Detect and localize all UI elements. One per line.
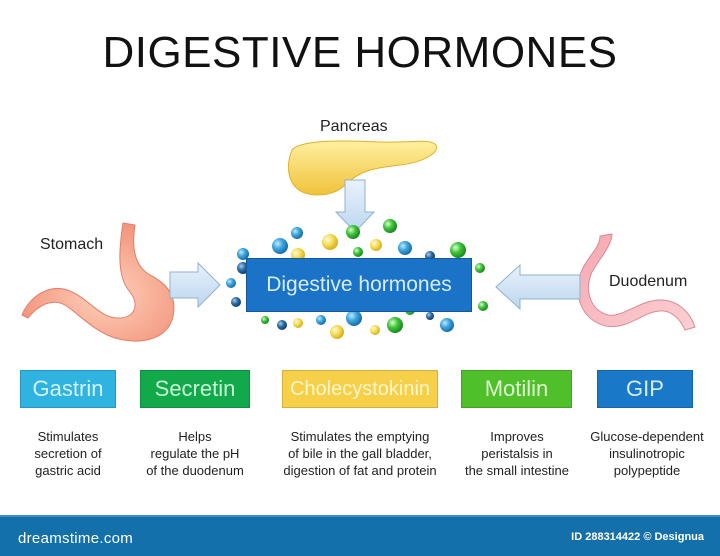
desc-line: Stimulates the emptying [290,429,430,444]
desc-line: polypeptide [613,463,681,478]
image-id: ID 288314422 © Designua [571,531,704,543]
duodenum-label: Duodenum [609,273,688,290]
desc-line: Stimulates [37,429,99,444]
cholecystokinin-description: Stimulates the emptying of bile in the g… [270,428,450,479]
desc-line: peristalsis in [481,446,553,461]
motilin-description: Improves peristalsis in the small intest… [451,428,583,479]
pancreas-label: Pancreas [320,118,388,135]
diagram-title: DIGESTIVE HORMONES [102,28,618,77]
desc-line: of the duodenum [146,463,244,478]
desc-line: regulate the pH [150,446,240,461]
hormone-gip: GIP [597,370,693,408]
desc-line: of bile in the gall bladder, [288,446,432,461]
hormone-motilin: Motilin [461,370,572,408]
stomach-label: Stomach [40,236,104,253]
desc-line: gastric acid [35,463,101,478]
desc-line: Improves [490,429,544,444]
gip-description: Glucose-dependent insulinotropic polypep… [585,428,709,479]
desc-line: Helps [178,429,212,444]
dreamstime-logo[interactable]: dreamstime.com [18,530,134,547]
pancreas-illustration [288,140,438,196]
desc-line: the small intestine [464,463,570,478]
gastrin-description: Stimulates secretion of gastric acid [8,428,128,479]
digestive-hormones-box: Digestive hormones [246,258,472,312]
desc-line: secretion of [34,446,102,461]
hormone-secretin: Secretin [140,370,250,408]
desc-line: Glucose-dependent [590,429,704,444]
secretin-description: Helps regulate the pH of the duodenum [130,428,260,479]
hormone-gastrin: Gastrin [20,370,116,408]
watermark-footer: dreamstime.com ID 288314422 © Designua [0,515,720,556]
desc-line: digestion of fat and protein [283,463,437,478]
desc-line: insulinotropic [609,446,685,461]
hormone-cholecystokinin: Cholecystokinin [282,370,438,408]
